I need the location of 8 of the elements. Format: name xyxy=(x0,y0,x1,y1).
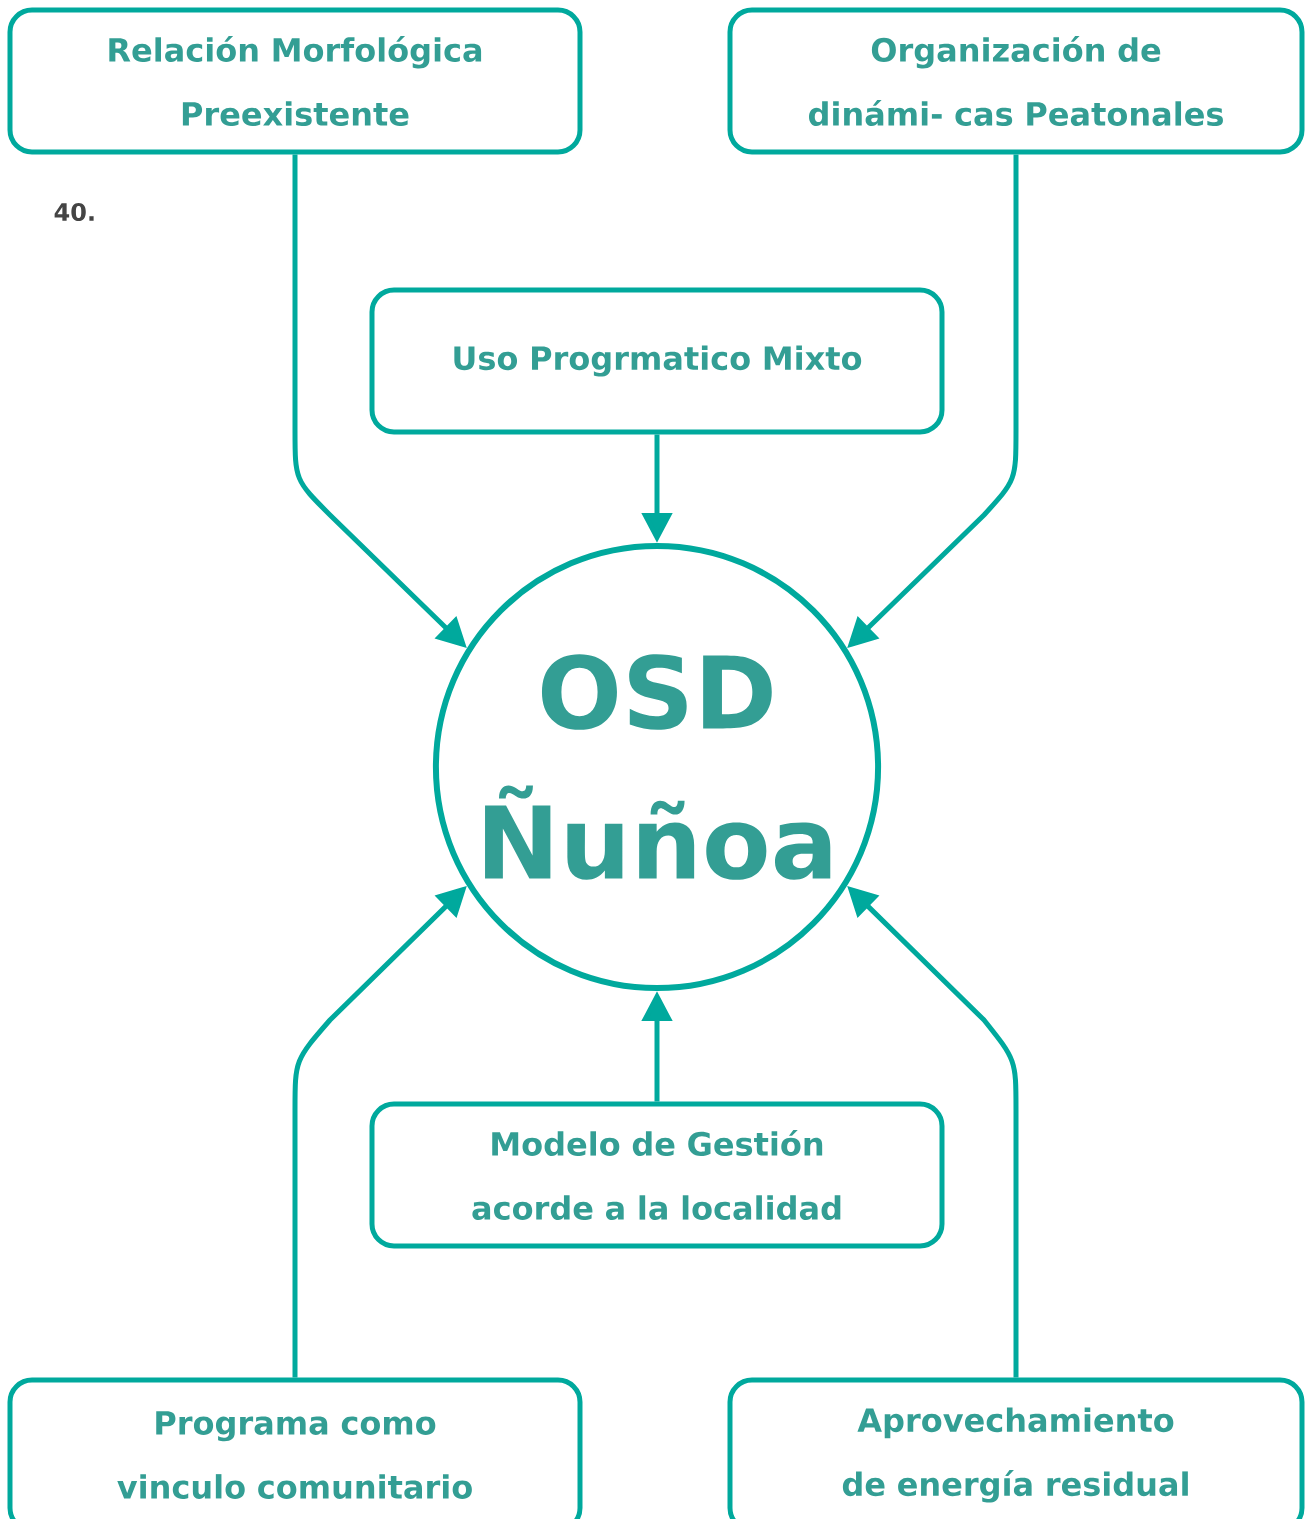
circle-node: OSD Ñuñoa xyxy=(432,542,882,992)
process-box: Programa como vinculo comunitario xyxy=(7,1377,583,1519)
process-box: Modelo de Gestión acorde a la localidad xyxy=(369,1101,945,1249)
process-box: Relación Morfológica Preexistente xyxy=(7,7,583,155)
process-box: Uso Progrmatico Mixto xyxy=(369,287,945,435)
process-box: Aprovechamiento de energía residual xyxy=(727,1377,1305,1519)
process-box: Organización de dinámi- cas Peatonales xyxy=(727,7,1305,155)
figure-number: 40. xyxy=(54,202,94,222)
